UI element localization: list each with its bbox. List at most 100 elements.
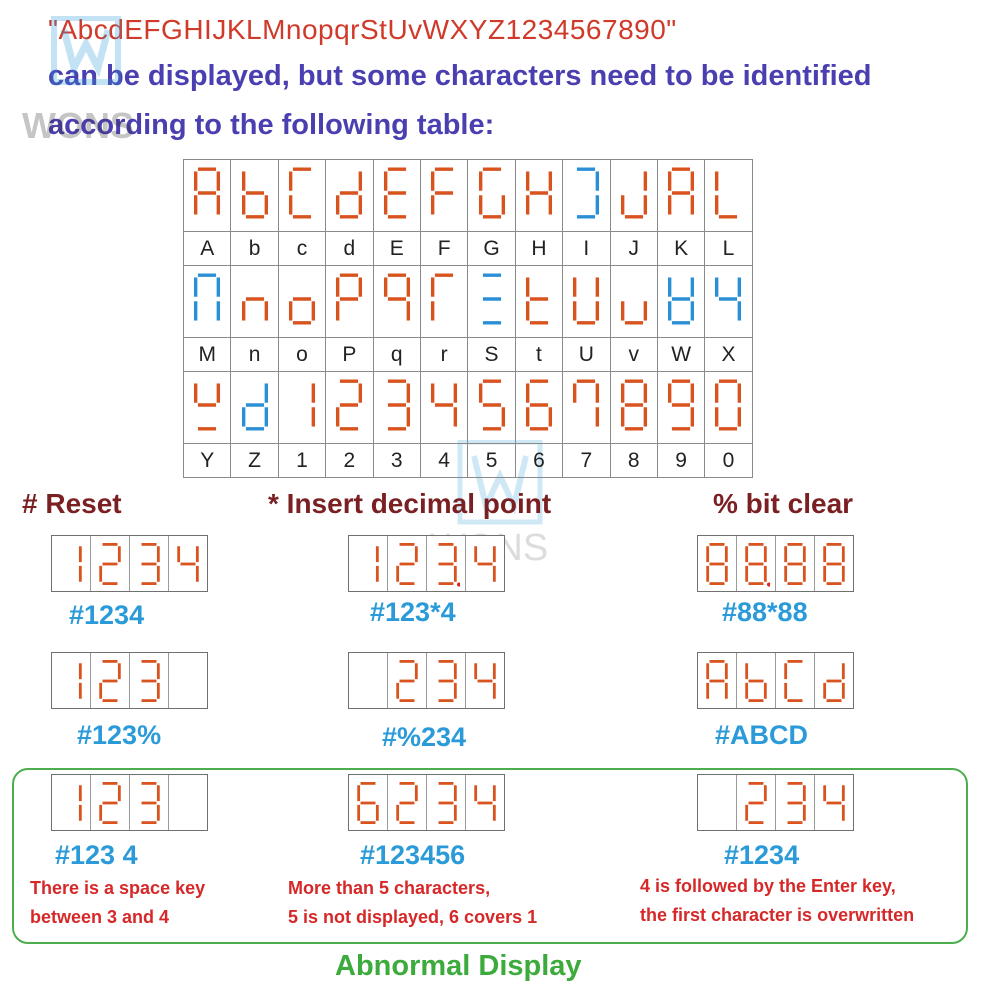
glyph-cell — [325, 159, 374, 232]
glyph-cell — [325, 265, 374, 338]
section-reset: # Reset — [22, 488, 122, 519]
char-label: U — [562, 337, 611, 372]
display-digit — [776, 536, 815, 591]
display-digit — [349, 536, 388, 591]
seven-segment-glyph — [438, 659, 457, 702]
glyph-cell — [609, 159, 658, 232]
seven-segment-glyph — [474, 662, 496, 699]
seven-segment-glyph — [174, 658, 202, 704]
code-reset-2: #123% — [77, 720, 162, 750]
seven-segment-glyph — [336, 379, 363, 431]
display-abnormal-1 — [51, 774, 208, 831]
display-digit — [698, 653, 737, 708]
seven-segment-glyph — [194, 273, 221, 321]
char-label: b — [230, 231, 279, 266]
seven-segment-glyph — [141, 781, 160, 824]
char-label: 2 — [325, 443, 374, 478]
char-label: 7 — [562, 443, 611, 478]
display-digit — [52, 536, 91, 591]
glyph-cell — [277, 265, 327, 338]
seven-segment-glyph — [715, 277, 742, 321]
seven-segment-glyph — [745, 662, 767, 702]
seven-segment-glyph — [375, 545, 379, 582]
code-decimal-1: #123*4 — [370, 597, 456, 627]
seven-segment-glyph — [474, 545, 496, 582]
seven-segment-glyph — [99, 781, 121, 824]
seven-segment-glyph — [823, 542, 845, 585]
code-abnormal-1: #123 4 — [55, 840, 138, 870]
char-label: K — [656, 231, 706, 266]
seven-segment-glyph — [387, 379, 410, 431]
display-digit — [427, 775, 466, 830]
seven-segment-glyph — [668, 167, 695, 215]
seven-segment-glyph — [241, 383, 268, 431]
seven-segment-glyph — [525, 277, 548, 325]
display-digit — [349, 775, 388, 830]
display-abnormal-2 — [348, 774, 505, 831]
char-label: 4 — [419, 443, 469, 478]
glyph-cell — [514, 265, 564, 338]
display-reset-2 — [51, 652, 208, 709]
glyph-cell — [704, 265, 753, 338]
display-digit — [815, 653, 853, 708]
glyph-row — [182, 371, 753, 444]
seven-segment-glyph — [396, 781, 418, 824]
glyph-cell — [230, 159, 279, 232]
char-label: 0 — [704, 443, 753, 478]
seven-segment-glyph — [573, 277, 600, 325]
display-digit — [466, 775, 504, 830]
glyph-cell — [467, 371, 516, 444]
seven-segment-glyph — [438, 542, 460, 587]
seven-segment-glyph — [383, 273, 410, 321]
char-label: c — [277, 231, 327, 266]
glyph-cell — [277, 159, 327, 232]
char-label: W — [656, 337, 706, 372]
display-digit — [52, 775, 91, 830]
seven-segment-glyph — [383, 167, 406, 219]
seven-segment-glyph — [745, 542, 770, 587]
seven-segment-glyph — [715, 379, 742, 431]
seven-segment-glyph — [784, 542, 806, 585]
glyph-cell — [704, 159, 753, 232]
display-digit — [427, 653, 466, 708]
header-line-1: "AbcdEFGHIJKLMnopqrStUvWXYZ1234567890" — [48, 14, 677, 45]
char-label: M — [182, 337, 232, 372]
display-digit — [130, 653, 169, 708]
seven-segment-glyph — [354, 658, 382, 704]
char-label: v — [609, 337, 658, 372]
seven-segment-glyph — [745, 781, 767, 824]
glyph-cell — [656, 159, 706, 232]
char-label: I — [562, 231, 611, 266]
seven-segment-glyph — [174, 780, 202, 826]
seven-segment-glyph — [241, 171, 268, 219]
glyph-cell — [419, 159, 469, 232]
note-abnormal-1-line2: between 3 and 4 — [30, 907, 170, 927]
code-reset-1: #1234 — [69, 600, 145, 630]
seven-segment-glyph — [141, 659, 160, 702]
seven-segment-glyph — [78, 784, 82, 821]
char-label: t — [514, 337, 564, 372]
char-label: 8 — [609, 443, 658, 478]
glyph-cell — [467, 159, 516, 232]
glyph-cell — [514, 371, 564, 444]
char-label: G — [467, 231, 516, 266]
code-decimal-2: #%234 — [382, 722, 467, 752]
seven-segment-glyph — [525, 379, 552, 431]
char-label: r — [419, 337, 469, 372]
char-label: E — [372, 231, 421, 266]
seven-segment-glyph — [706, 542, 728, 585]
display-digit — [815, 536, 853, 591]
seven-segment-glyph — [336, 171, 363, 219]
display-digit — [427, 536, 466, 591]
char-label: 1 — [277, 443, 327, 478]
display-digit — [737, 653, 776, 708]
display-bitclear-1 — [697, 535, 854, 592]
code-bitclear-2: #ABCD — [715, 720, 809, 750]
glyph-cell — [230, 265, 279, 338]
display-digit — [388, 775, 427, 830]
display-digit — [52, 653, 91, 708]
display-digit — [349, 653, 388, 708]
